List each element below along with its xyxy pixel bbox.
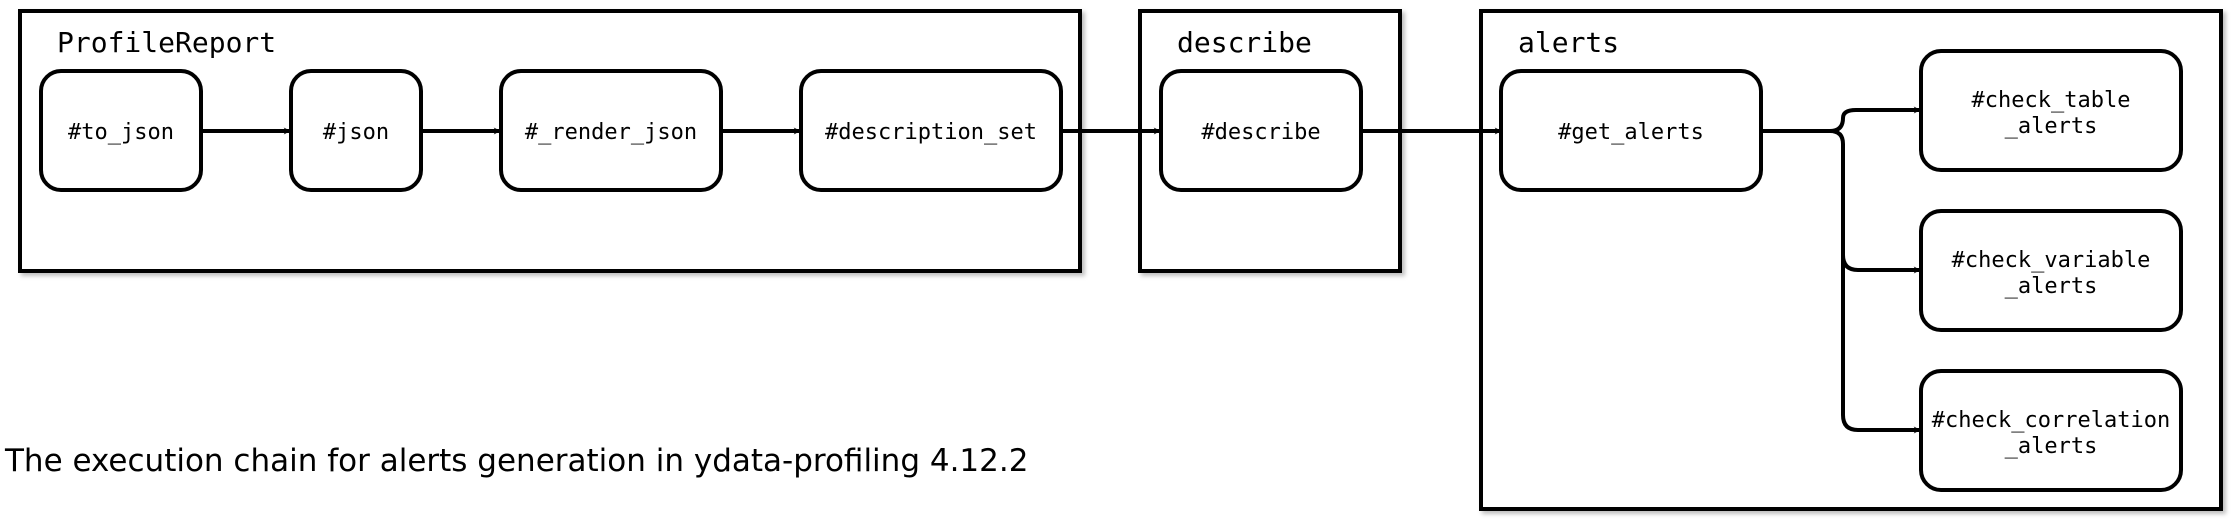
node-describe-box [1159, 69, 1363, 192]
node-get-alerts-box [1499, 69, 1763, 192]
node-check-table-alerts-box [1919, 49, 2183, 172]
node-get-alerts-label: #get_alerts [1558, 120, 1704, 145]
node-check-table-alerts-label-line2: _alerts [2005, 114, 2098, 139]
node-description-set-box [799, 69, 1063, 192]
node-json-label: #json [323, 120, 389, 145]
node-check-correlation-alerts-label-line2: _alerts [2005, 434, 2098, 459]
node-description-set-label: #description_set [825, 120, 1037, 145]
diagram-caption: The execution chain for alerts generatio… [4, 443, 1028, 479]
group-profile-report-title: ProfileReport [57, 26, 276, 59]
node-to-json-box [39, 69, 203, 192]
group-describe-title: describe [1177, 26, 1312, 59]
node-describe-label: #describe [1201, 120, 1320, 145]
node-check-table-alerts: #check_table _alerts [1919, 49, 2183, 172]
node-description-set: #description_set [799, 69, 1063, 192]
edges [201, 106, 1921, 434]
node-check-variable-alerts-box [1919, 209, 2183, 332]
edge-get-alerts-check-correlation [1841, 250, 1921, 434]
node-check-variable-alerts: #check_variable _alerts [1919, 209, 2183, 332]
node-describe: #describe [1159, 69, 1363, 192]
node-check-variable-alerts-label-line2: _alerts [2005, 274, 2098, 299]
node-json: #json [289, 69, 423, 192]
node-check-variable-alerts-label-line1: #check_variable [1952, 248, 2151, 273]
node-check-correlation-alerts: #check_correlation _alerts [1919, 369, 2183, 492]
node-get-alerts: #get_alerts [1499, 69, 1763, 192]
node-render-json-label: #_render_json [525, 120, 697, 145]
node-to-json-label: #to_json [68, 120, 174, 145]
node-check-correlation-alerts-label-line1: #check_correlation [1932, 408, 2170, 433]
node-to-json: #to_json [39, 69, 203, 192]
node-render-json: #_render_json [499, 69, 723, 192]
node-json-box [289, 69, 423, 192]
node-render-json-box [499, 69, 723, 192]
group-alerts-title: alerts [1518, 26, 1619, 59]
node-check-table-alerts-label-line1: #check_table [1972, 88, 2131, 113]
node-check-correlation-alerts-box [1919, 369, 2183, 492]
